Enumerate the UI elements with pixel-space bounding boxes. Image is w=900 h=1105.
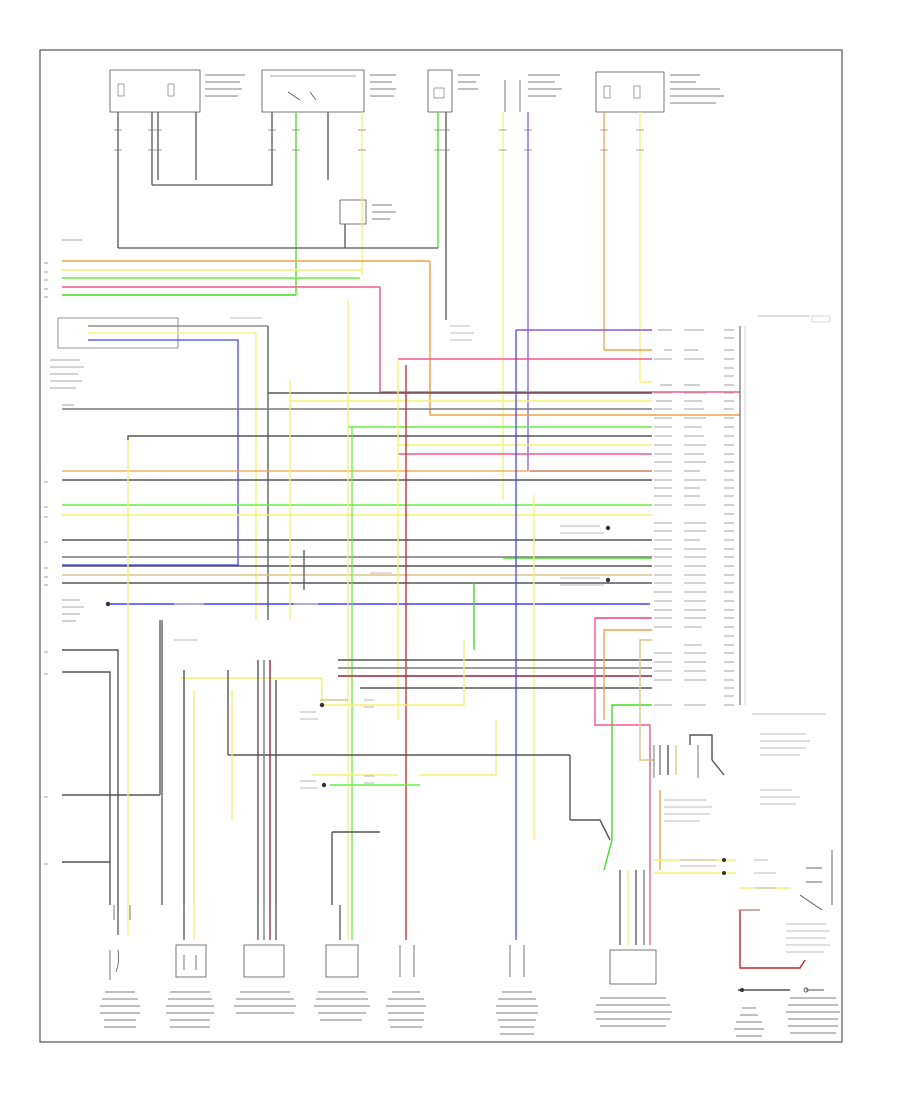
bottom-component-2 (166, 944, 214, 1028)
switch-symbol (799, 850, 833, 993)
bottom-component-6 (496, 945, 538, 1035)
control-module-pin-rows (654, 329, 734, 706)
right-lower-wires (594, 617, 806, 991)
bottom-component-8 (734, 997, 840, 1037)
top-component-fuse-block (427, 69, 480, 113)
top-component-fuses-left (109, 69, 245, 113)
inline-wire-labels (174, 315, 830, 953)
top-component-fuel-pump-relay (261, 69, 396, 113)
connector-ticks (114, 129, 644, 151)
bottom-component-7 (594, 949, 672, 1027)
left-lower-wires (62, 440, 277, 905)
splice-dots (105, 525, 744, 992)
left-wire-labels (44, 239, 84, 865)
relay-small (339, 199, 396, 225)
top-component-fuses-right (595, 71, 724, 113)
bottom-connector-stubs (117, 870, 651, 945)
top-drop-wires (117, 112, 641, 500)
main-horizontal-wires (62, 329, 652, 650)
control-module-connector (739, 315, 831, 705)
left-horizontal-bundle (62, 260, 740, 416)
bottom-component-3 (234, 944, 296, 1014)
relay-box-lower (653, 745, 699, 778)
bottom-component-4 (314, 944, 370, 1021)
lower-bundle (180, 640, 652, 905)
bottom-component-1 (100, 905, 140, 1028)
left-connector-block (57, 317, 269, 620)
bottom-component-5 (386, 945, 426, 1028)
vertical-trunks (159, 300, 535, 905)
top-component-sensor (504, 74, 562, 112)
diagram-border (39, 49, 843, 1043)
